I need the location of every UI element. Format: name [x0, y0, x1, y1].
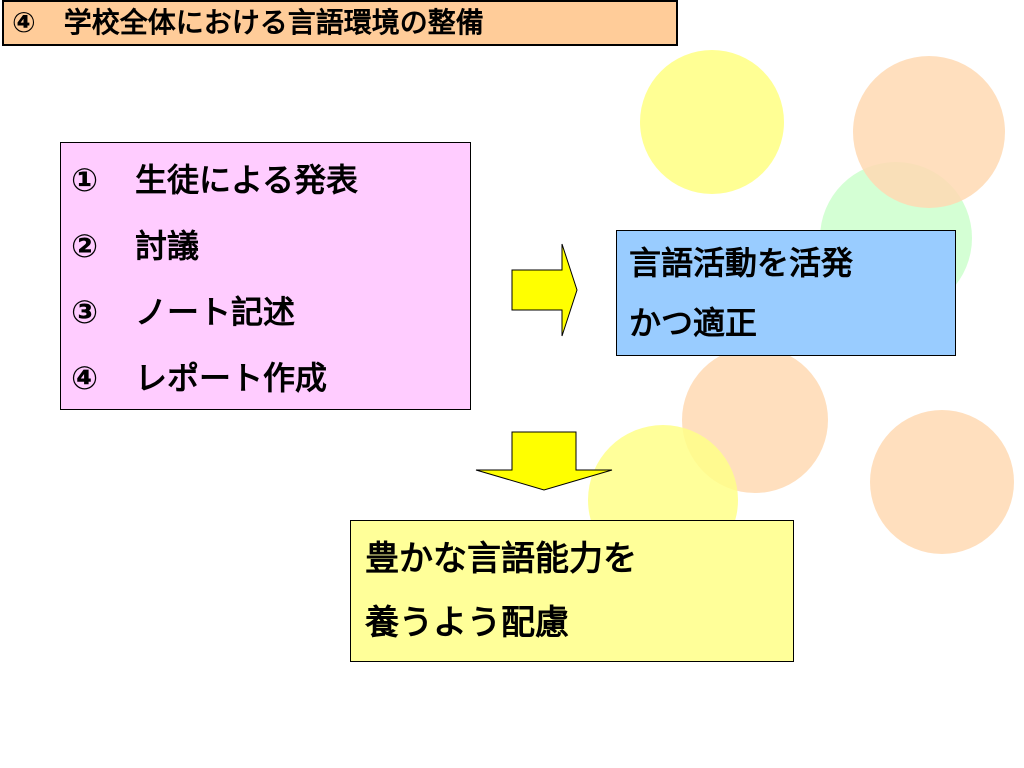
- activity-number: ①: [71, 161, 99, 199]
- goal-box: 豊かな言語能力を 養うよう配慮: [350, 520, 794, 662]
- activity-label: 討議: [135, 227, 200, 265]
- activity-number: ③: [71, 293, 99, 331]
- goal-line-2: 養うよう配慮: [365, 603, 569, 643]
- goal-line-1: 豊かな言語能力を: [365, 539, 637, 579]
- activities-box: ① 生徒による発表 ② 討議 ③ ノート記述 ④ レポート作成: [60, 142, 471, 410]
- result-line-2: かつ適正: [629, 304, 758, 342]
- activity-item: ③ ノート記述: [71, 279, 470, 345]
- activity-item: ④ レポート作成: [71, 345, 470, 411]
- activity-label: 生徒による発表: [135, 161, 359, 199]
- slide-title: ④ 学校全体における言語環境の整備: [2, 0, 678, 46]
- circle-yellow-top: [640, 50, 784, 194]
- activity-item: ② 討議: [71, 213, 470, 279]
- result-line-1: 言語活動を活発: [629, 244, 854, 282]
- activity-number: ④: [71, 359, 99, 397]
- activity-number: ②: [71, 227, 99, 265]
- activity-label: ノート記述: [135, 293, 296, 331]
- result-box: 言語活動を活発 かつ適正: [616, 230, 956, 356]
- circle-orange-top-right: [853, 56, 1005, 208]
- activity-item: ① 生徒による発表: [71, 147, 470, 213]
- activity-label: レポート作成: [135, 359, 328, 397]
- circle-orange-bottom-right: [870, 410, 1014, 554]
